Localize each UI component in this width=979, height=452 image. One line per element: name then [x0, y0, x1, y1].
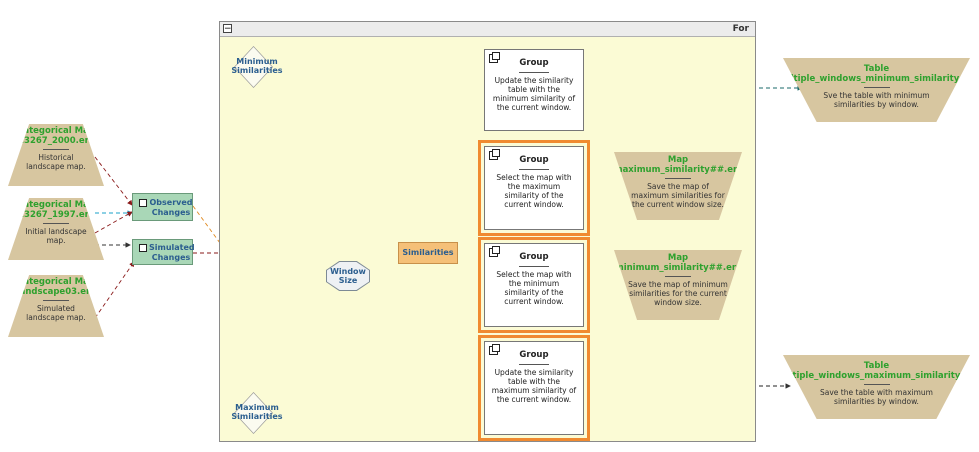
minimum-similarities-label: Minimum Similarities — [231, 57, 283, 75]
group-icon — [489, 246, 500, 257]
observed-changes-node[interactable]: Observed Changes — [132, 193, 193, 221]
simulated-changes-node[interactable]: Simulated Changes — [132, 239, 195, 265]
group-min-table[interactable]: Group Update the similarity table with t… — [484, 49, 584, 131]
output-table-min[interactable]: Table "multiple_windows_minimum_similari… — [783, 58, 970, 122]
group-min-map-title: Group — [519, 252, 549, 262]
group-max-table-desc: Update the similarity table with the max… — [491, 368, 577, 404]
output-table-max-title: Table "multiple_windows_maximum_similari… — [770, 361, 979, 381]
output-table-max-desc: Save the table with maximum similarities… — [820, 388, 933, 406]
divider — [43, 300, 69, 301]
output-map-max[interactable]: Map "maximum_similarity##.ers" Save the … — [614, 152, 742, 220]
group-min-map[interactable]: Group Select the map with the minimum si… — [478, 237, 590, 333]
group-max-table-title: Group — [519, 350, 549, 360]
divider — [519, 364, 549, 365]
group-min-table-desc: Update the similarity table with the min… — [492, 76, 576, 112]
input-map-landscape03-desc: Simulated landscape map. — [26, 304, 86, 322]
output-map-max-desc: Save the map of maximum similarities for… — [631, 182, 725, 209]
group-icon — [489, 52, 500, 63]
divider — [863, 87, 890, 88]
group-icon — [489, 149, 500, 160]
maximum-similarities-label: Maximum Similarities — [231, 403, 283, 421]
output-table-min-desc: Sve the table with minimum similarities … — [823, 91, 930, 109]
window-size-node[interactable]: Window Size — [327, 262, 369, 290]
divider — [519, 266, 549, 267]
window-size-label: Window Size — [330, 267, 366, 285]
output-map-min-desc: Save the map of minimum similarities for… — [628, 280, 728, 307]
similarities-label: Similarities — [402, 248, 454, 257]
divider — [43, 223, 69, 224]
divider — [665, 178, 691, 179]
input-map-landscape03-title: Categorical Map "landscape03.ers" — [12, 277, 100, 297]
output-table-min-title: Table "multiple_windows_minimum_similari… — [771, 64, 979, 84]
for-container-titlebar[interactable]: For — [220, 22, 755, 37]
simulated-changes-label: Simulated Changes — [149, 243, 195, 262]
input-map-1997-title: Categorical Map "23267_1997.ers" — [13, 200, 99, 220]
output-map-max-title: Map "maximum_similarity##.ers" — [609, 155, 747, 175]
for-container-label: For — [732, 24, 749, 34]
group-min-table-title: Group — [519, 58, 549, 68]
divider — [519, 72, 549, 73]
group-max-map[interactable]: Group Select the map with the maximum si… — [478, 140, 590, 236]
input-map-2000-title: Categorical Map "23267_2000.ers" — [13, 126, 99, 146]
collapse-icon[interactable]: − — [223, 24, 232, 34]
divider — [519, 169, 549, 170]
observed-changes-label: Observed Changes — [149, 198, 193, 217]
divider — [863, 384, 890, 385]
group-max-map-title: Group — [519, 155, 549, 165]
divider — [665, 276, 691, 277]
functor-icon — [139, 199, 147, 207]
output-map-min[interactable]: Map "minimum_similarity##.ers" Save the … — [614, 250, 742, 320]
group-icon — [489, 344, 500, 355]
group-min-map-desc: Select the map with the minimum similari… — [496, 270, 572, 306]
similarities-node[interactable]: Similarities — [398, 242, 458, 264]
functor-icon — [139, 244, 147, 252]
divider — [43, 149, 69, 150]
group-max-map-desc: Select the map with the maximum similari… — [496, 173, 572, 209]
input-map-2000-desc: Historical landscape map. — [26, 153, 86, 171]
input-map-1997-desc: Initial landscape map. — [25, 227, 87, 245]
group-max-table[interactable]: Group Update the similarity table with t… — [478, 335, 590, 441]
output-map-min-title: Map "minimum_similarity##.ers" — [610, 253, 746, 273]
output-table-max[interactable]: Table "multiple_windows_maximum_similari… — [783, 355, 970, 419]
